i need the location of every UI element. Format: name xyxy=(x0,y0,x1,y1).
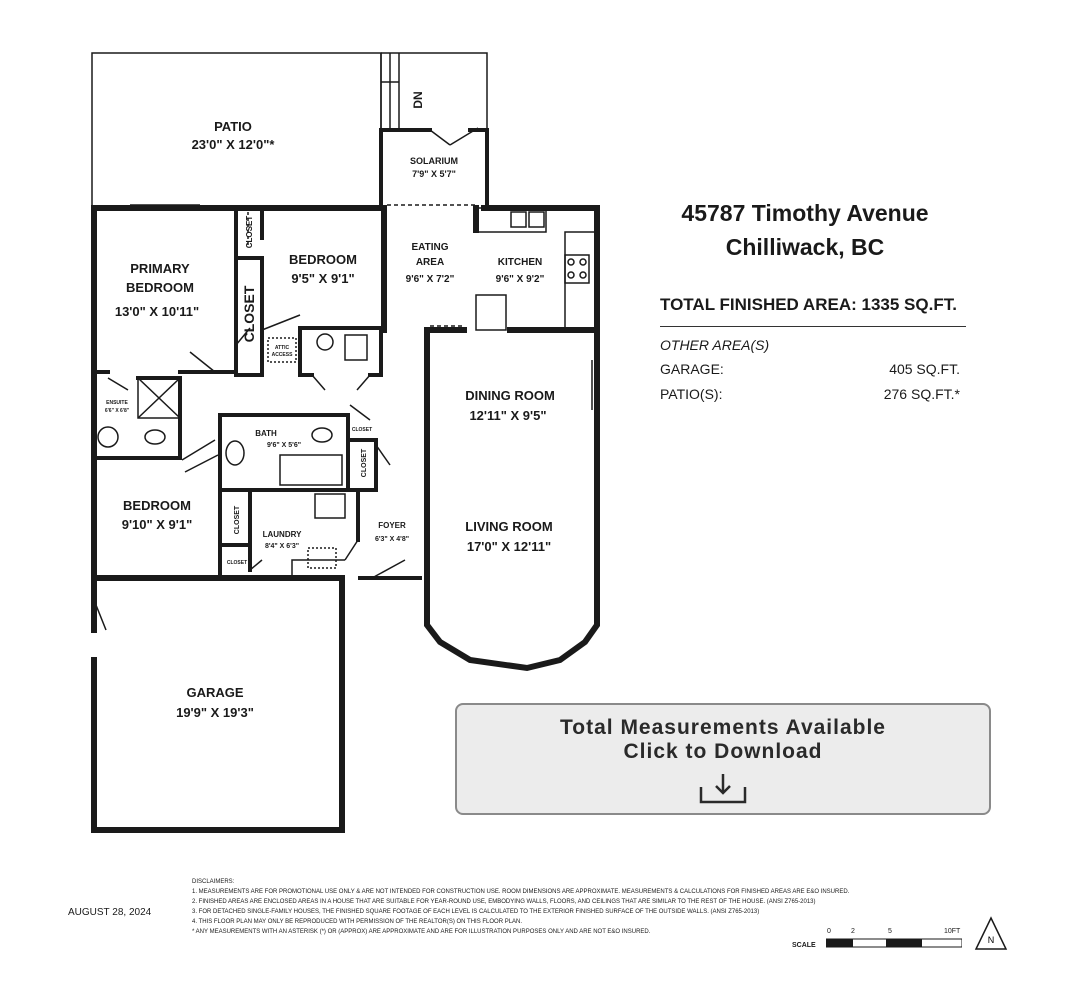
garage-dim: 19'9" X 19'3" xyxy=(176,705,254,720)
closet-label-6: CLOSET xyxy=(227,560,247,566)
total-label: TOTAL FINISHED AREA: xyxy=(660,295,857,314)
closet-label-4: CLOSET xyxy=(361,448,368,477)
fixtures xyxy=(97,204,598,569)
cta-line-1: Total Measurements Available xyxy=(560,716,886,739)
closet-label-3: CLOSET xyxy=(352,427,372,433)
patio-area-row: PATIO(S): 276 SQ.FT.* xyxy=(660,386,966,402)
eating-area-dim: 9'6" X 7'2" xyxy=(406,274,455,285)
cta-line-2: Click to Download xyxy=(623,740,823,763)
disclaimer-line: * ANY MEASUREMENTS WITH AN ASTERISK (*) … xyxy=(192,929,651,935)
disclaimers-title: DISCLAIMERS: xyxy=(192,879,235,885)
total-divider xyxy=(660,326,966,327)
foyer-label: FOYER xyxy=(378,521,406,530)
closet-label-1: CLOSET xyxy=(245,216,254,249)
disclaimers: DISCLAIMERS: 1. MEASUREMENTS ARE FOR PRO… xyxy=(192,877,972,937)
living-room-label: LIVING ROOM xyxy=(465,519,552,534)
download-icon xyxy=(699,774,747,804)
garage-area-value: 405 SQ.FT. xyxy=(889,361,960,377)
laundry-label: LAUNDRY xyxy=(263,530,302,539)
bath-label: BATH xyxy=(255,429,277,438)
solarium-area xyxy=(379,52,489,207)
stairs-down-label: DN xyxy=(411,91,425,108)
eating-area-label-1: EATING xyxy=(411,242,448,253)
patio-dim: 23'0" X 12'0"* xyxy=(192,137,276,152)
address-block: 45787 Timothy Avenue Chilliwack, BC xyxy=(600,196,1010,264)
dining-room-dim: 12'11" X 9'5" xyxy=(469,408,546,423)
primary-bedroom-label-1: PRIMARY xyxy=(130,261,190,276)
living-room-dim: 17'0" X 12'11" xyxy=(467,539,551,554)
total-value: 1335 SQ.FT. xyxy=(861,295,957,314)
scale-label: SCALE xyxy=(792,942,816,949)
closet-label-5: CLOSET xyxy=(234,505,241,534)
scale-tick: 2 xyxy=(851,928,855,935)
scale-tick: 0 xyxy=(827,928,831,935)
room-labels: PATIO 23'0" X 12'0"* DN SOLARIUM 7'9" X … xyxy=(105,91,555,720)
kitchen-label: KITCHEN xyxy=(498,257,542,268)
ensuite-dim: 6'6" X 6'8" xyxy=(105,408,130,414)
closet-label-2: CLOSET xyxy=(241,285,257,342)
laundry-dim: 8'4" X 6'3" xyxy=(265,543,299,550)
scale-bar xyxy=(826,938,962,948)
patio-area-label: PATIO(S): xyxy=(660,386,723,402)
bedroom2-dim: 9'10" X 9'1" xyxy=(122,517,193,532)
kitchen-dim: 9'6" X 9'2" xyxy=(496,274,545,285)
disclaimer-line: 3. FOR DETACHED SINGLE-FAMILY HOUSES, TH… xyxy=(192,909,760,915)
interior-walls xyxy=(92,206,422,580)
north-label: N xyxy=(988,935,995,945)
ensuite-label: ENSUITE xyxy=(106,400,128,406)
solarium-dim: 7'9" X 5'7" xyxy=(412,169,456,179)
address-line-1: 45787 Timothy Avenue xyxy=(681,200,929,226)
bedroom1-label: BEDROOM xyxy=(289,252,357,267)
bath-dim: 9'6" X 5'6" xyxy=(267,442,301,449)
total-finished-area: TOTAL FINISHED AREA: 1335 SQ.FT. xyxy=(660,295,957,315)
disclaimer-line: 1. MEASUREMENTS ARE FOR PROMOTIONAL USE … xyxy=(192,889,850,895)
primary-bedroom-dim: 13'0" X 10'11" xyxy=(115,304,199,319)
download-measurements-button[interactable]: Total Measurements Available Click to Do… xyxy=(455,703,991,815)
address-line-2: Chilliwack, BC xyxy=(725,234,885,260)
primary-bedroom-label-2: BEDROOM xyxy=(126,280,194,295)
scale-tick: 5 xyxy=(888,928,892,935)
garage-walls xyxy=(91,575,345,833)
patio-label: PATIO xyxy=(214,119,252,134)
bedroom1-dim: 9'5" X 9'1" xyxy=(291,271,354,286)
patio-area-value: 276 SQ.FT.* xyxy=(883,386,960,402)
scale-tick: 10FT xyxy=(944,928,961,935)
north-arrow-icon: N xyxy=(974,916,1008,950)
disclaimer-line: 2. FINISHED AREAS ARE ENCLOSED AREAS IN … xyxy=(192,899,816,905)
other-areas-heading: OTHER AREA(S) xyxy=(660,337,770,353)
disclaimer-line: 4. THIS FLOOR PLAN MAY ONLY BE REPRODUCE… xyxy=(192,919,523,925)
eating-area-label-2: AREA xyxy=(416,257,444,268)
dining-room-label: DINING ROOM xyxy=(465,388,555,403)
plan-date: AUGUST 28, 2024 xyxy=(68,907,152,918)
garage-label: GARAGE xyxy=(186,685,243,700)
bedroom2-label: BEDROOM xyxy=(123,498,191,513)
attic-label-1: ATTIC xyxy=(275,345,290,351)
garage-area-row: GARAGE: 405 SQ.FT. xyxy=(660,361,966,377)
garage-area-label: GARAGE: xyxy=(660,361,724,377)
solarium-label: SOLARIUM xyxy=(410,156,458,166)
attic-label-2: ACCESS xyxy=(272,352,294,358)
foyer-dim: 6'3" X 4'8" xyxy=(375,536,409,543)
